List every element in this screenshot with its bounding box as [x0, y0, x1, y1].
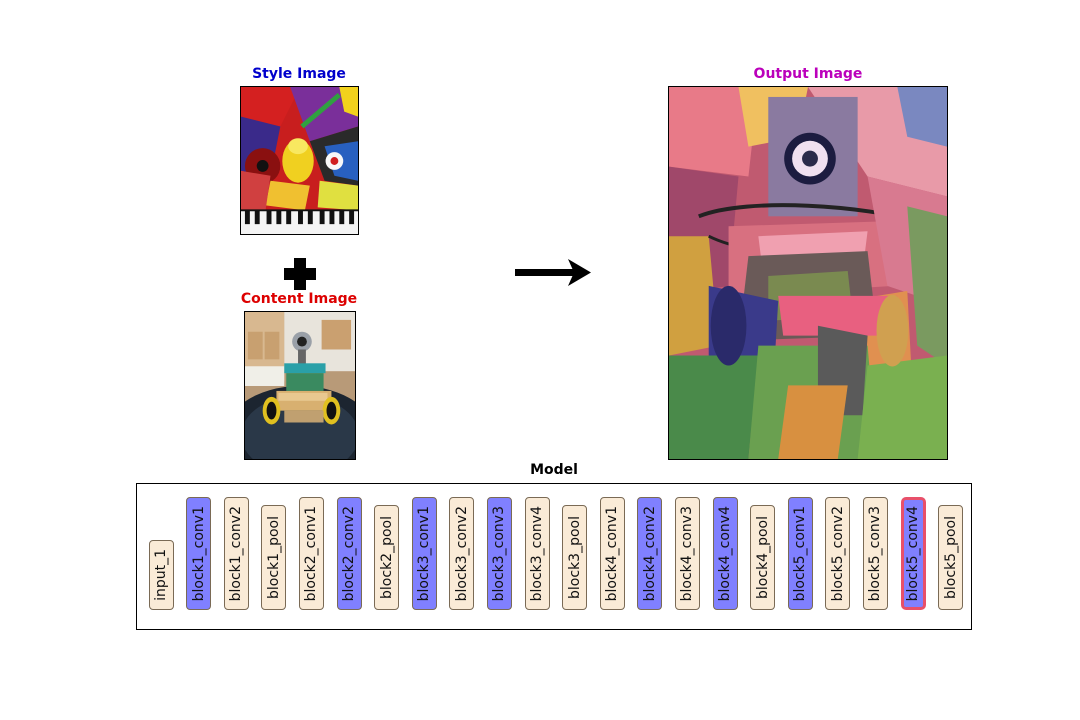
- layer-block5-conv4: block5_conv4: [900, 497, 926, 610]
- layer-label: block1_conv2: [228, 505, 245, 602]
- layer-block2-conv2: block2_conv2: [336, 497, 362, 610]
- style-image-title: Style Image: [252, 66, 346, 82]
- layer-label: block2_conv2: [341, 505, 357, 602]
- content-image-title: Content Image: [240, 291, 358, 307]
- layer-block3-pool: block3_pool: [562, 505, 588, 610]
- layer-block5-conv2: block5_conv2: [825, 497, 851, 610]
- layer-block4-pool: block4_pool: [750, 505, 776, 610]
- layer-block5-pool: block5_pool: [938, 505, 964, 610]
- plus-icon: [284, 258, 316, 290]
- layer-label: block3_conv3: [491, 505, 508, 602]
- layer-block5-conv1: block5_conv1: [787, 497, 813, 610]
- layer-label: block5_conv3: [867, 505, 884, 602]
- right-arrow-icon: [515, 259, 591, 286]
- output-image: [668, 86, 948, 460]
- content-image: [244, 311, 356, 460]
- layer-block2-conv1: block2_conv1: [298, 497, 324, 610]
- layer-label: block5_pool: [942, 516, 959, 599]
- layer-block2-pool: block2_pool: [374, 505, 400, 610]
- layer-label: block4_conv1: [604, 505, 621, 602]
- layer-block3-conv2: block3_conv2: [449, 497, 475, 610]
- layer-block1-conv1: block1_conv1: [186, 497, 212, 610]
- layer-label: block1_conv1: [190, 505, 207, 602]
- style-image: [240, 86, 359, 235]
- layer-block1-conv2: block1_conv2: [223, 497, 249, 610]
- layer-block5-conv3: block5_conv3: [862, 497, 888, 610]
- layer-block3-conv1: block3_conv1: [411, 497, 437, 610]
- layer-input-1: input_1: [148, 540, 174, 610]
- layer-label: block1_pool: [265, 516, 282, 599]
- layer-block4-conv2: block4_conv2: [637, 497, 663, 610]
- layer-label: block4_conv4: [717, 505, 733, 602]
- layer-block4-conv4: block4_conv4: [712, 497, 738, 610]
- layer-label: block2_pool: [378, 516, 395, 599]
- model-layers-panel: input_1 block1_conv1 block1_conv2 block1_po…: [136, 483, 972, 630]
- layer-label: input_1: [153, 549, 169, 601]
- model-title: Model: [530, 462, 578, 478]
- layer-label: block2_conv1: [303, 505, 320, 602]
- layer-label: block3_conv2: [453, 505, 470, 602]
- output-image-title: Output Image: [753, 66, 863, 82]
- layer-block4-conv3: block4_conv3: [674, 497, 700, 610]
- layer-block4-conv1: block4_conv1: [599, 497, 625, 610]
- layer-label: block4_conv2: [641, 505, 658, 602]
- layer-label: block5_conv1: [792, 505, 809, 602]
- layer-label: block4_pool: [754, 516, 771, 599]
- layer-label: block3_pool: [566, 516, 583, 599]
- layer-block3-conv3: block3_conv3: [486, 497, 512, 610]
- layer-label: block3_conv4: [529, 505, 545, 602]
- layer-label: block3_conv1: [416, 505, 433, 602]
- layer-label: block4_conv3: [679, 505, 696, 602]
- layer-block1-pool: block1_pool: [261, 505, 287, 610]
- layer-block3-conv4: block3_conv4: [524, 497, 550, 610]
- layer-label: block5_conv2: [829, 505, 846, 602]
- layer-label: block5_conv4: [905, 505, 921, 602]
